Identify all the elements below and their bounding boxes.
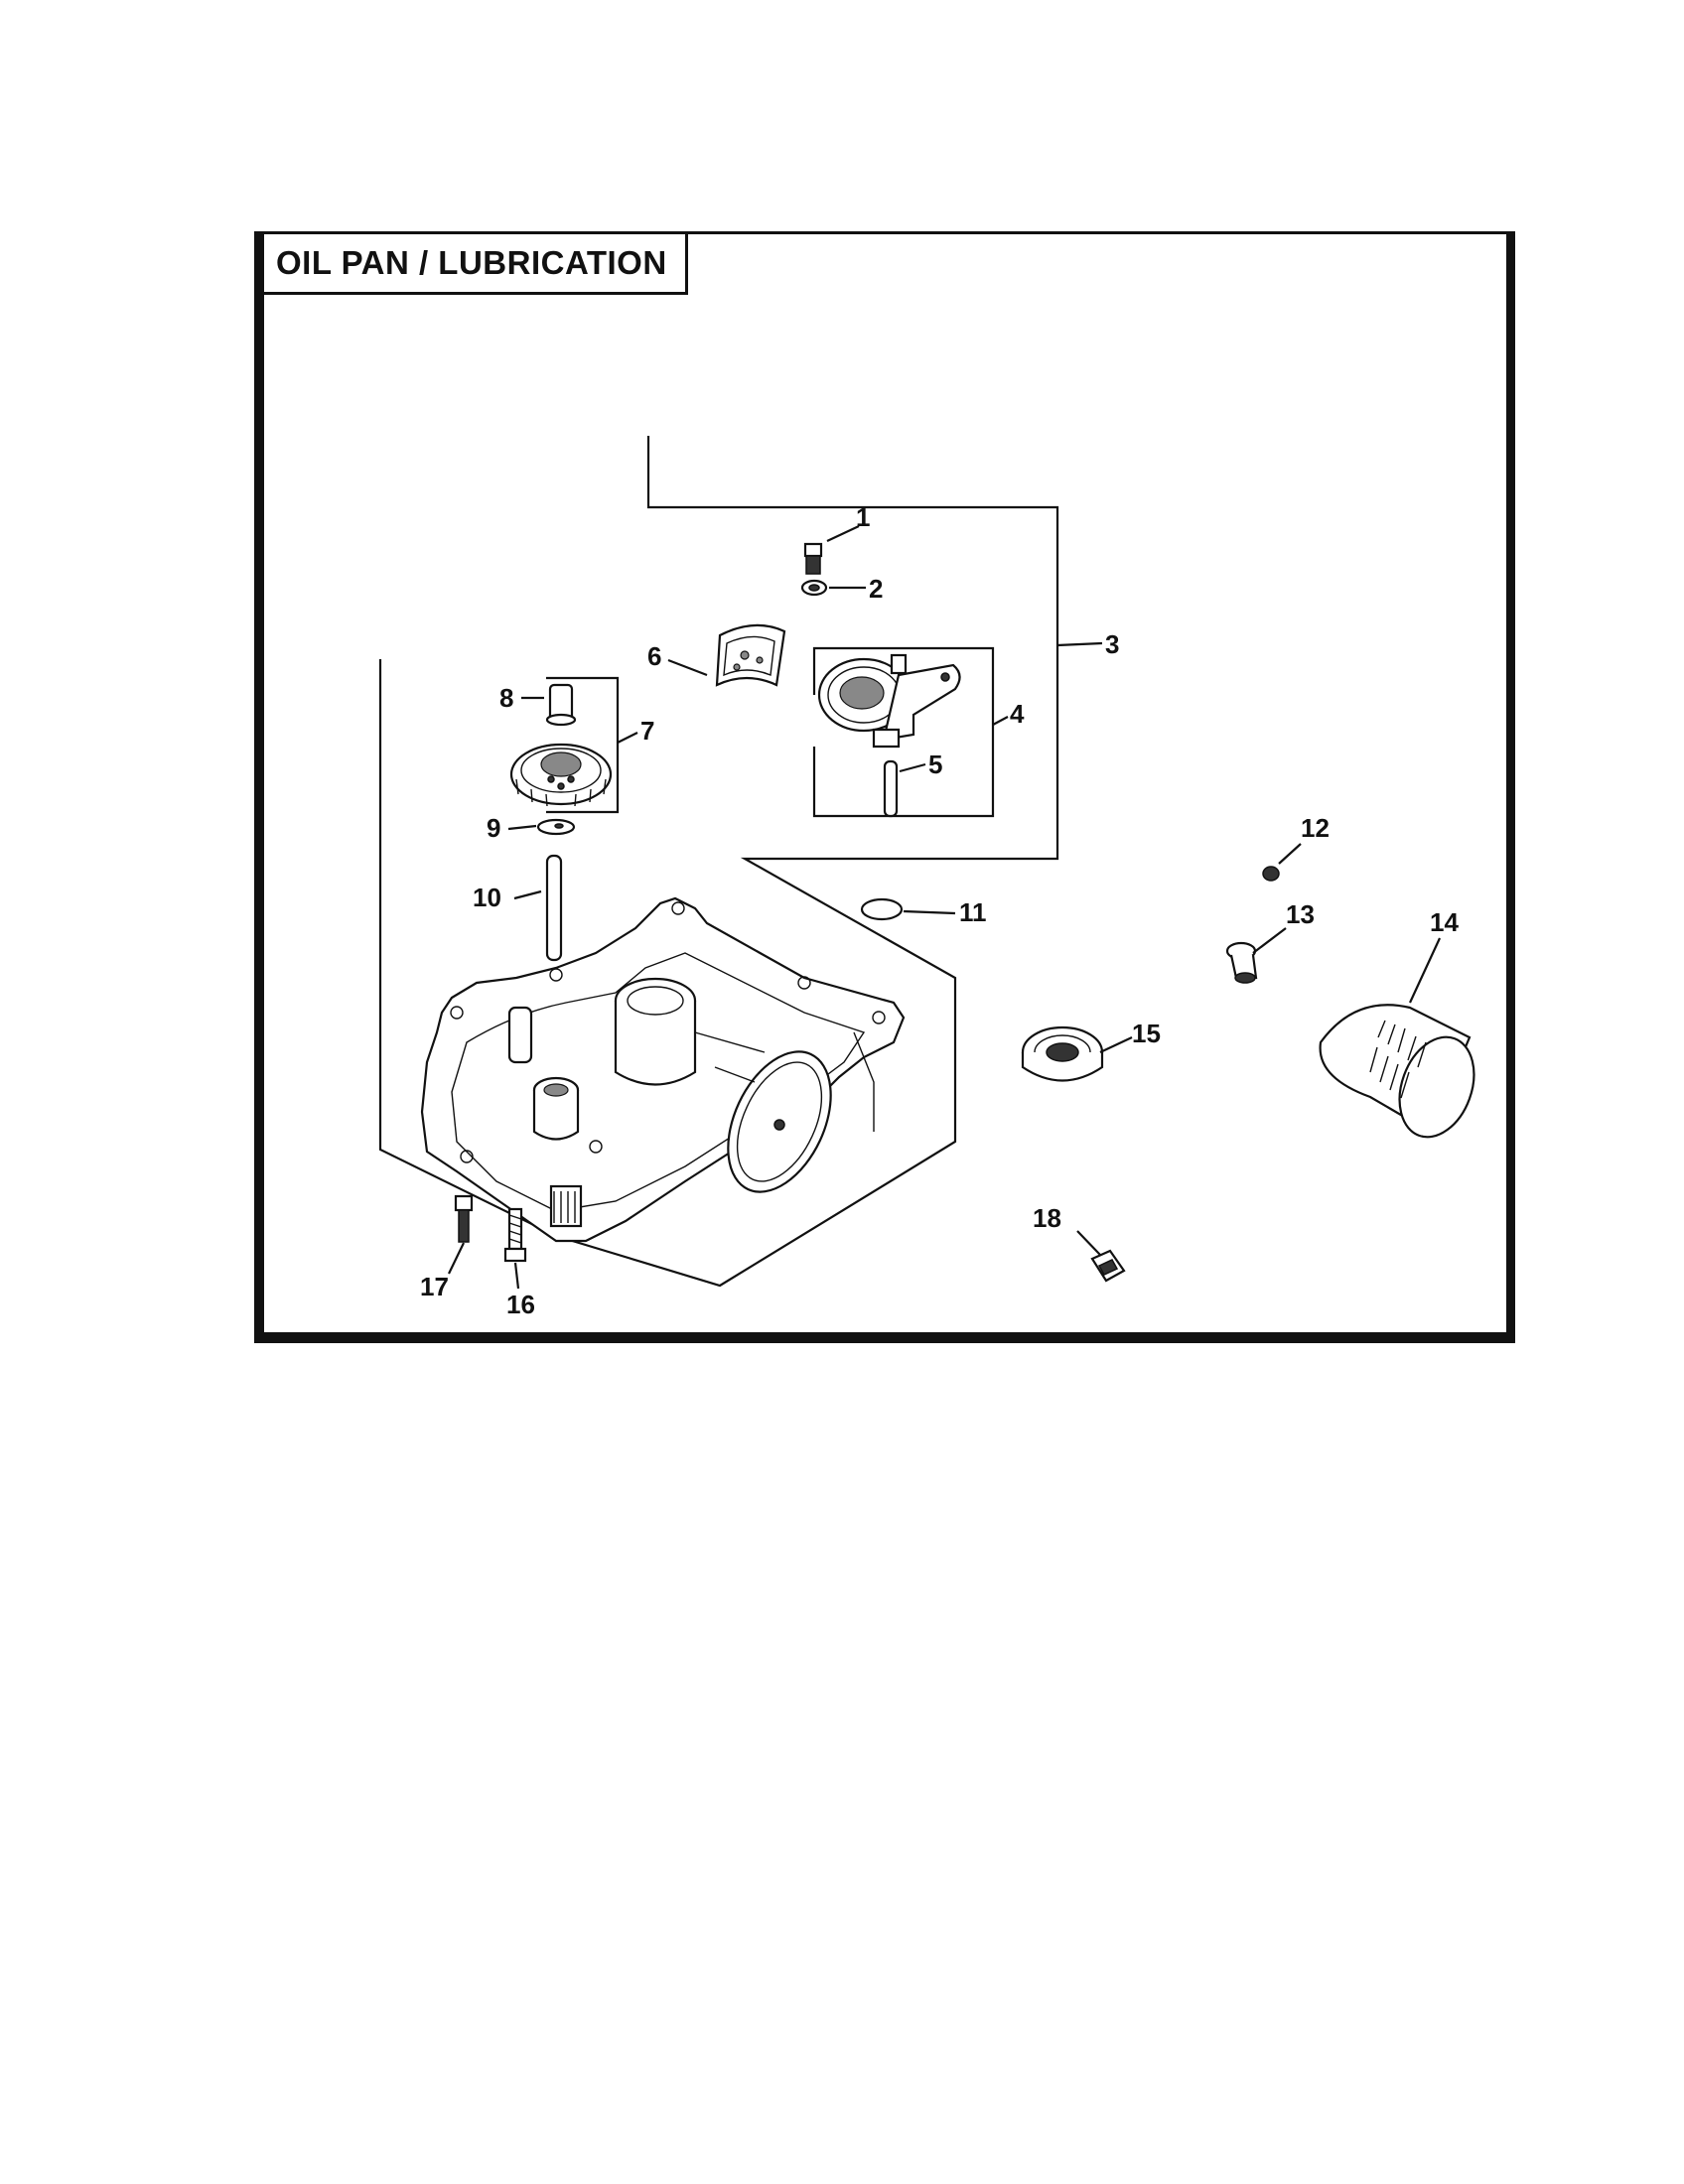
bolt-icon xyxy=(803,542,823,575)
bolt-icon xyxy=(503,1207,527,1263)
oil-seal-icon xyxy=(1021,1025,1104,1082)
governor-gear-icon xyxy=(509,743,613,807)
pin-icon xyxy=(883,759,899,818)
callout-13: 13 xyxy=(1286,899,1315,929)
callout-1: 1 xyxy=(856,502,870,532)
drain-plug-icon xyxy=(1225,941,1258,984)
callout-5: 5 xyxy=(928,750,942,779)
bushing-icon xyxy=(715,623,786,687)
bolt-icon xyxy=(454,1194,474,1243)
fitting-icon xyxy=(1090,1249,1126,1283)
callout-15: 15 xyxy=(1132,1019,1161,1048)
assembly-bracket-7 xyxy=(546,676,620,814)
callout-6: 6 xyxy=(647,641,661,671)
oil-filter-icon xyxy=(1319,1004,1475,1139)
oil-pan-housing-icon xyxy=(420,896,906,1243)
callout-17: 17 xyxy=(420,1272,449,1301)
callout-10: 10 xyxy=(473,883,501,912)
o-ring-icon xyxy=(860,897,904,921)
callout-9: 9 xyxy=(487,813,500,843)
callout-4: 4 xyxy=(1010,699,1025,729)
callout-2: 2 xyxy=(869,574,883,604)
diagram-frame xyxy=(254,231,1515,1343)
callout-18: 18 xyxy=(1033,1203,1061,1233)
callout-3: 3 xyxy=(1105,629,1119,659)
callout-7: 7 xyxy=(640,716,654,746)
page-title: OIL PAN / LUBRICATION xyxy=(276,244,667,281)
callout-14: 14 xyxy=(1430,907,1459,937)
callout-8: 8 xyxy=(499,683,513,713)
assembly-bracket-4 xyxy=(812,646,995,818)
callout-11: 11 xyxy=(959,897,987,927)
oil-pump-icon xyxy=(817,653,961,749)
washer-icon xyxy=(800,579,828,597)
callout-16: 16 xyxy=(506,1290,535,1319)
title-box: OIL PAN / LUBRICATION xyxy=(254,231,688,295)
plug-icon xyxy=(1262,866,1280,882)
shaft-cap-icon xyxy=(545,683,577,727)
shaft-icon xyxy=(545,854,563,962)
assembly-bracket-3 xyxy=(378,436,1059,1288)
callout-12: 12 xyxy=(1301,813,1330,843)
leader-lines xyxy=(448,525,1441,1290)
washer-icon xyxy=(536,818,576,836)
